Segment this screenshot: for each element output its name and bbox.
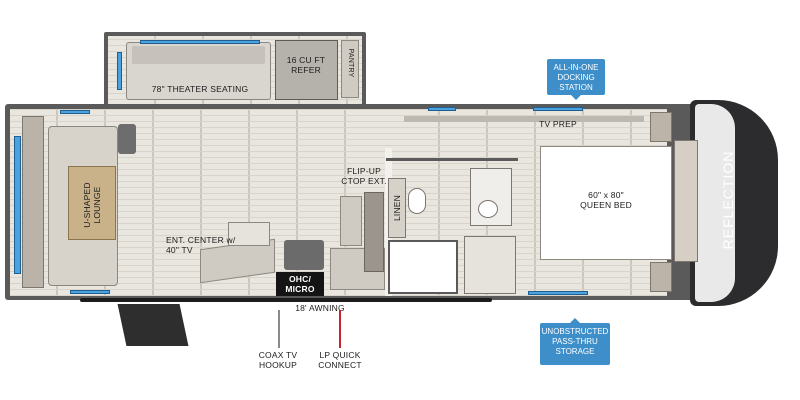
theater-seating-label: 78" THEATER SEATING xyxy=(151,84,249,94)
coax-line xyxy=(278,310,280,348)
pantry-label: PANTRY xyxy=(347,48,354,78)
shower xyxy=(388,240,458,294)
tv-prep-label: TV PREP xyxy=(539,119,577,129)
docking-station-callout: ALL-IN-ONE DOCKING STATION xyxy=(547,59,605,100)
drawer-stack xyxy=(364,192,384,272)
nightstand-top xyxy=(650,112,672,142)
coax-label: COAX TV HOOKUP xyxy=(258,350,298,370)
rear-window xyxy=(14,136,21,274)
slideout-window-top xyxy=(140,40,260,44)
rear-side-window-bottom xyxy=(70,290,110,294)
sink-bowl xyxy=(478,200,498,218)
nightstand-bottom xyxy=(650,262,672,292)
linen-label: LINEN xyxy=(392,194,402,222)
ohc-micro-box xyxy=(276,272,324,296)
lounge-table xyxy=(68,166,116,240)
slideout-window-left xyxy=(117,52,122,90)
bath-wall-top xyxy=(386,158,518,161)
refrigerator xyxy=(275,40,338,100)
rear-side-window-top xyxy=(60,110,90,114)
flip-up-counter xyxy=(340,196,362,246)
linen-closet xyxy=(388,178,406,238)
lp-line xyxy=(339,310,341,348)
speaker-pair xyxy=(118,124,136,154)
pass-thru-storage-callout: UNOBSTRUCTED PASS-THRU STORAGE xyxy=(540,318,610,365)
front-cap-highlight xyxy=(695,104,735,302)
pantry-cabinet xyxy=(341,40,359,98)
entry-steps xyxy=(117,304,189,346)
stove-top xyxy=(284,240,324,270)
theater-seat-back xyxy=(132,46,265,64)
rear-cabinet xyxy=(22,116,44,288)
front-wardrobe xyxy=(674,140,698,262)
tv-prep-wall xyxy=(404,116,644,122)
bath-window-top xyxy=(428,107,456,111)
bedroom-window-top xyxy=(533,107,583,111)
queen-bed xyxy=(540,146,672,260)
tv-stand xyxy=(228,222,270,246)
brand-label: REFLECTION xyxy=(720,150,736,250)
ent-center-label: ENT. CENTER w/ 40" TV xyxy=(166,235,236,255)
bedroom-window-bottom xyxy=(528,291,588,295)
lp-quick-label: LP QUICK CONNECT xyxy=(318,350,362,370)
awning-bar xyxy=(80,298,492,302)
queen-bed-label: 60" x 80" QUEEN BED xyxy=(580,190,632,210)
storage-cubbies xyxy=(464,236,516,294)
refer-label: 16 CU FT REFER xyxy=(286,55,326,75)
u-shaped-lounge-label: U-SHAPED LOUNGE xyxy=(82,182,102,228)
awning-label: 18' AWNING xyxy=(295,303,345,313)
flip-up-label: FLIP-UP CTOP EXT. xyxy=(341,166,387,186)
toilet xyxy=(408,188,426,214)
ohc-micro-label: OHC/ MICRO xyxy=(285,274,315,294)
